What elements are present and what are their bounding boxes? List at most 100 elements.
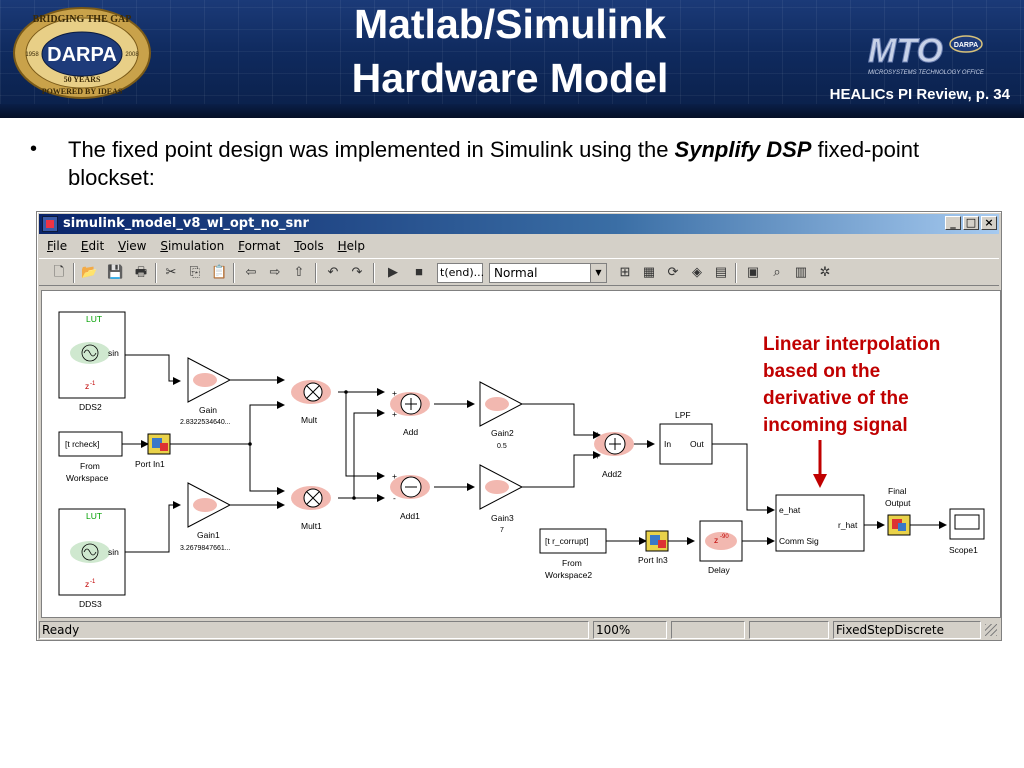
debugger-icon[interactable]: ⌕ <box>773 264 781 279</box>
svg-text:Out: Out <box>690 439 704 449</box>
mult-block[interactable]: Mult <box>291 380 331 425</box>
status-bar: Ready 100% FixedStepDiscrete <box>39 620 999 640</box>
add1-block[interactable]: + - Add1 <box>390 471 430 521</box>
cut-icon[interactable]: ✂ <box>165 264 177 279</box>
svg-text:sin: sin <box>108 348 119 358</box>
properties-icon[interactable]: ▥ <box>794 264 808 279</box>
add2-block[interactable]: + + Add2 <box>594 429 634 479</box>
forward-arrow-icon[interactable]: ⇨ <box>269 264 281 279</box>
gain-block[interactable]: Gain 2.8322534640... <box>180 357 232 426</box>
maximize-button[interactable]: □ <box>963 216 979 230</box>
gain2-block[interactable]: Gain2 0.5 <box>479 381 524 450</box>
bullet-text-before: The fixed point design was implemented i… <box>68 137 675 162</box>
gain3-block[interactable]: Gain3 7 <box>479 464 524 534</box>
stop-simulation-icon[interactable]: ■ <box>415 264 423 279</box>
slide-title-line1: Matlab/Simulink <box>353 1 667 47</box>
svg-text:+: + <box>392 471 397 481</box>
svg-text:50 YEARS: 50 YEARS <box>64 75 101 84</box>
new-document-icon[interactable]: 🗋 <box>53 264 65 279</box>
start-simulation-icon[interactable]: ▶ <box>388 264 398 279</box>
chevron-down-icon[interactable]: ▼ <box>590 264 606 282</box>
annotation-line-3: derivative of the <box>763 388 909 409</box>
up-arrow-icon[interactable]: ⇧ <box>293 264 305 279</box>
svg-text:LPF: LPF <box>675 410 691 420</box>
status-empty-1 <box>671 621 745 639</box>
refresh-icon[interactable]: ⟳ <box>667 264 679 279</box>
toolbar: 🗋 📂 💾 🖶 ✂ ⎘ 📋 ⇦ ⇨ ⇧ ↶ ↷ ▶ ■ t(end)... No… <box>39 258 999 286</box>
status-solver: FixedStepDiscrete <box>833 621 981 639</box>
resize-grip[interactable] <box>985 624 997 636</box>
svg-text:+: + <box>392 388 397 398</box>
svg-text:-90: -90 <box>720 534 729 540</box>
port-in3-block[interactable]: Port In3 <box>638 530 669 565</box>
menu-help[interactable]: Help <box>337 239 365 253</box>
annotation-arrow <box>813 440 827 488</box>
menu-edit[interactable]: Edit <box>80 239 105 253</box>
block-diagram: LUT sin z -1 DDS2 [t rcheck] From Worksp… <box>58 311 985 609</box>
svg-text:LUT: LUT <box>86 314 102 324</box>
simulation-mode-select[interactable]: Normal▼ <box>489 263 607 283</box>
update-diagram-icon[interactable]: ⊞ <box>619 264 631 279</box>
print-icon[interactable]: 🖶 <box>134 264 148 279</box>
redo-icon[interactable]: ↷ <box>351 264 363 279</box>
mult1-block[interactable]: Mult1 <box>291 486 331 531</box>
from-workspace2-block[interactable]: [t r_corrupt] From Workspace2 <box>539 528 607 580</box>
svg-text:Port In3: Port In3 <box>638 555 668 565</box>
branch-points <box>248 390 356 500</box>
library-browser-icon[interactable]: ▤ <box>714 264 728 279</box>
model-browser-icon[interactable]: ◈ <box>692 264 702 279</box>
menu-simulation[interactable]: Simulation <box>160 239 225 253</box>
svg-text:7: 7 <box>500 527 504 534</box>
dds2-block[interactable]: LUT sin z -1 DDS2 <box>58 311 126 412</box>
gear-icon[interactable]: ✲ <box>819 264 831 279</box>
save-icon[interactable]: 💾 <box>107 264 124 279</box>
svg-text:POWERED BY IDEAS: POWERED BY IDEAS <box>42 87 123 96</box>
close-button[interactable]: × <box>981 216 997 230</box>
model-canvas[interactable]: LUT sin z -1 DDS2 [t rcheck] From Worksp… <box>41 290 1001 618</box>
undo-icon[interactable]: ↶ <box>327 264 339 279</box>
back-arrow-icon[interactable]: ⇦ <box>245 264 257 279</box>
svg-text:z: z <box>85 381 89 391</box>
svg-text:LUT: LUT <box>86 511 102 521</box>
svg-text:Workspace2: Workspace2 <box>545 570 592 580</box>
scope1-block[interactable]: Scope1 <box>949 508 985 555</box>
build-icon[interactable]: ▦ <box>642 264 656 279</box>
svg-text:r_hat: r_hat <box>838 520 858 530</box>
annotation-line-4: incoming signal <box>763 415 908 436</box>
annotation-text: Linear interpolation based on the deriva… <box>763 331 983 439</box>
from-workspace-block[interactable]: [t rcheck] From Workspace <box>58 431 123 483</box>
copy-icon[interactable]: ⎘ <box>189 264 201 279</box>
bullet-text: The fixed point design was implemented i… <box>68 136 968 192</box>
svg-text:Port In1: Port In1 <box>135 459 165 469</box>
svg-text:Gain1: Gain1 <box>197 530 220 540</box>
svg-text:e_hat: e_hat <box>779 505 801 515</box>
menu-file[interactable]: File <box>47 239 68 253</box>
paste-icon[interactable]: 📋 <box>211 264 228 279</box>
comm-subsystem-block[interactable]: e_hat Comm Sig r_hat <box>775 494 865 552</box>
svg-text:In: In <box>664 439 671 449</box>
window-title: simulink_model_v8_wl_opt_no_snr <box>63 216 309 231</box>
svg-text:Final: Final <box>888 486 907 496</box>
open-folder-icon[interactable]: 📂 <box>81 264 98 279</box>
delay-block[interactable]: z -90 Delay <box>699 520 743 575</box>
minimize-button[interactable]: _ <box>945 216 961 230</box>
status-zoom: 100% <box>593 621 667 639</box>
window-titlebar[interactable]: simulink_model_v8_wl_opt_no_snr _ □ × <box>39 214 999 234</box>
svg-text:Mult1: Mult1 <box>301 521 322 531</box>
svg-text:sin: sin <box>108 547 119 557</box>
dds3-block[interactable]: LUT sin z -1 DDS3 <box>58 508 126 609</box>
mto-logo: MTO DARPA MICROSYSTEMS TECHNOLOGY OFFICE <box>868 32 985 77</box>
lpf-block[interactable]: LPF In Out <box>659 410 713 465</box>
gain1-block[interactable]: Gain1 3.2679847661... <box>180 482 232 552</box>
menu-view[interactable]: View <box>118 239 147 253</box>
menu-format[interactable]: Format <box>238 239 281 253</box>
port-in1-block[interactable]: Port In1 <box>135 433 171 469</box>
model-explorer-icon[interactable]: ▣ <box>746 264 760 279</box>
add-block[interactable]: + + Add <box>390 388 430 437</box>
final-output-block[interactable]: Final Output <box>885 486 911 536</box>
status-ready: Ready <box>39 621 589 639</box>
stop-time-input[interactable]: t(end)... <box>437 263 484 283</box>
menu-tools[interactable]: Tools <box>294 239 324 253</box>
dds3-label: DDS3 <box>79 599 102 609</box>
